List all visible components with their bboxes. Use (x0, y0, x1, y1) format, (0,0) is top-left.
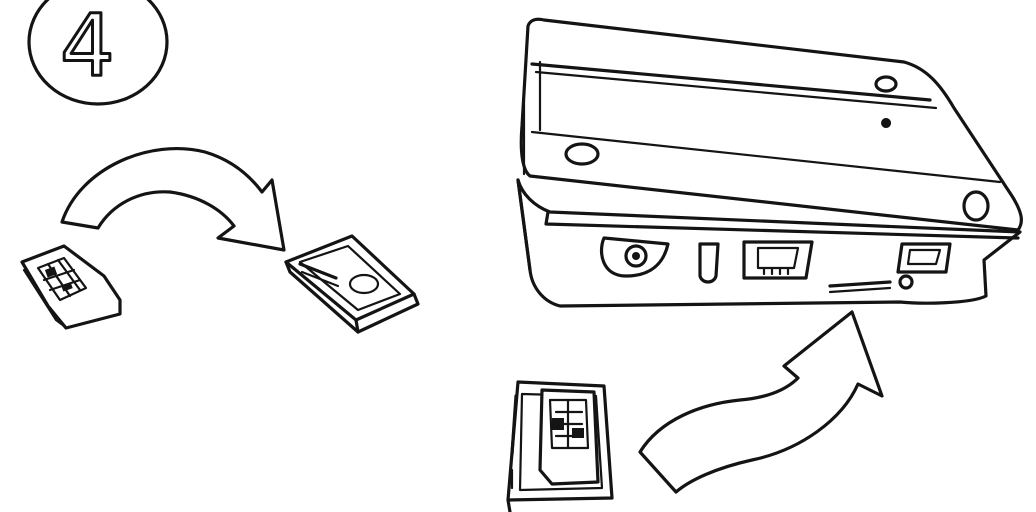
curved-arrow-icon (640, 312, 882, 492)
curved-arrow-icon (62, 149, 284, 250)
step-number-badge: 4 (29, 0, 167, 104)
step-number: 4 (60, 0, 115, 96)
router-device-icon (518, 19, 1021, 306)
sim-card-icon (508, 382, 612, 512)
sim-tray-icon (286, 236, 418, 332)
sim-card-icon (22, 246, 120, 328)
